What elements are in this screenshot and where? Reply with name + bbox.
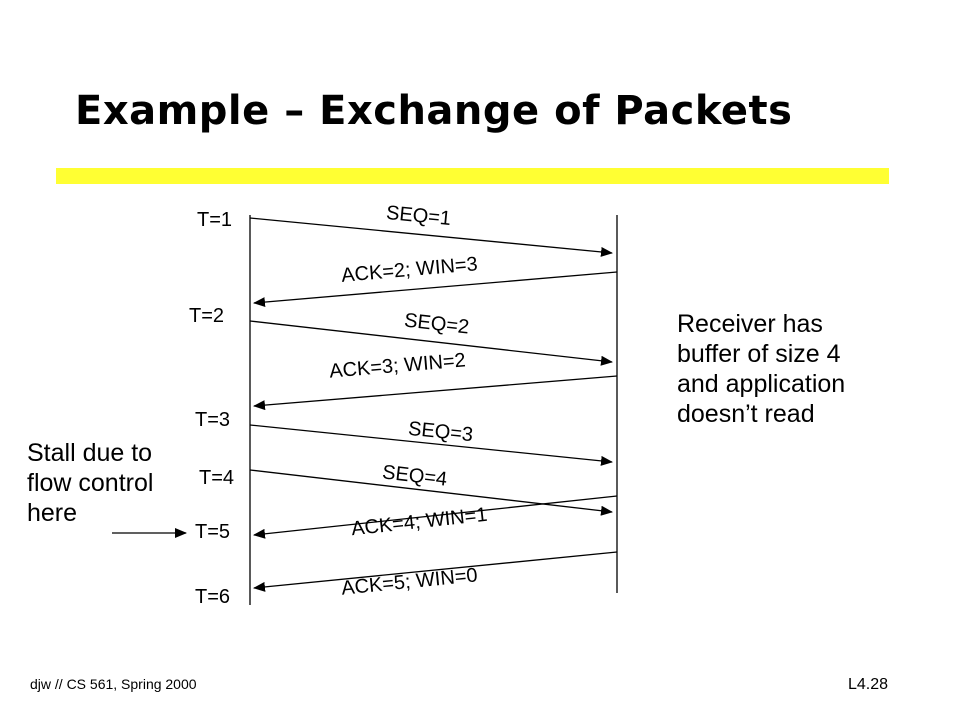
- message-arrow: [249, 217, 613, 257]
- time-label: T=1: [197, 209, 232, 231]
- message-label: ACK=4; WIN=1: [350, 504, 488, 540]
- title-underline-bar: [56, 168, 889, 184]
- time-label: T=6: [195, 586, 230, 608]
- time-label: T=5: [195, 521, 230, 543]
- message-label: ACK=3; WIN=2: [328, 349, 466, 382]
- message-label: SEQ=1: [385, 202, 452, 230]
- message-arrow: [253, 495, 618, 539]
- message-label: SEQ=2: [403, 309, 470, 338]
- time-label: T=4: [199, 467, 234, 489]
- time-label: T=3: [195, 409, 230, 431]
- slide-title: Example – Exchange of Packets: [75, 88, 793, 134]
- message-arrow: [253, 271, 618, 308]
- footer-slide-number: L4.28: [848, 676, 889, 693]
- message-label: ACK=2; WIN=3: [340, 253, 478, 287]
- footer-course: djw // CS 561, Spring 2000: [30, 676, 197, 692]
- stall-note: Stall due to flow control here: [27, 439, 154, 527]
- message-arrow: [253, 375, 618, 411]
- message-arrow: [249, 469, 613, 516]
- message-arrow: [249, 320, 613, 366]
- message-arrow: [249, 424, 613, 466]
- time-label: T=2: [189, 305, 224, 327]
- message-arrow: [253, 551, 618, 592]
- receiver-buffer-note: Receiver has buffer of size 4 and applic…: [677, 310, 846, 428]
- message-label: ACK=5; WIN=0: [340, 564, 478, 599]
